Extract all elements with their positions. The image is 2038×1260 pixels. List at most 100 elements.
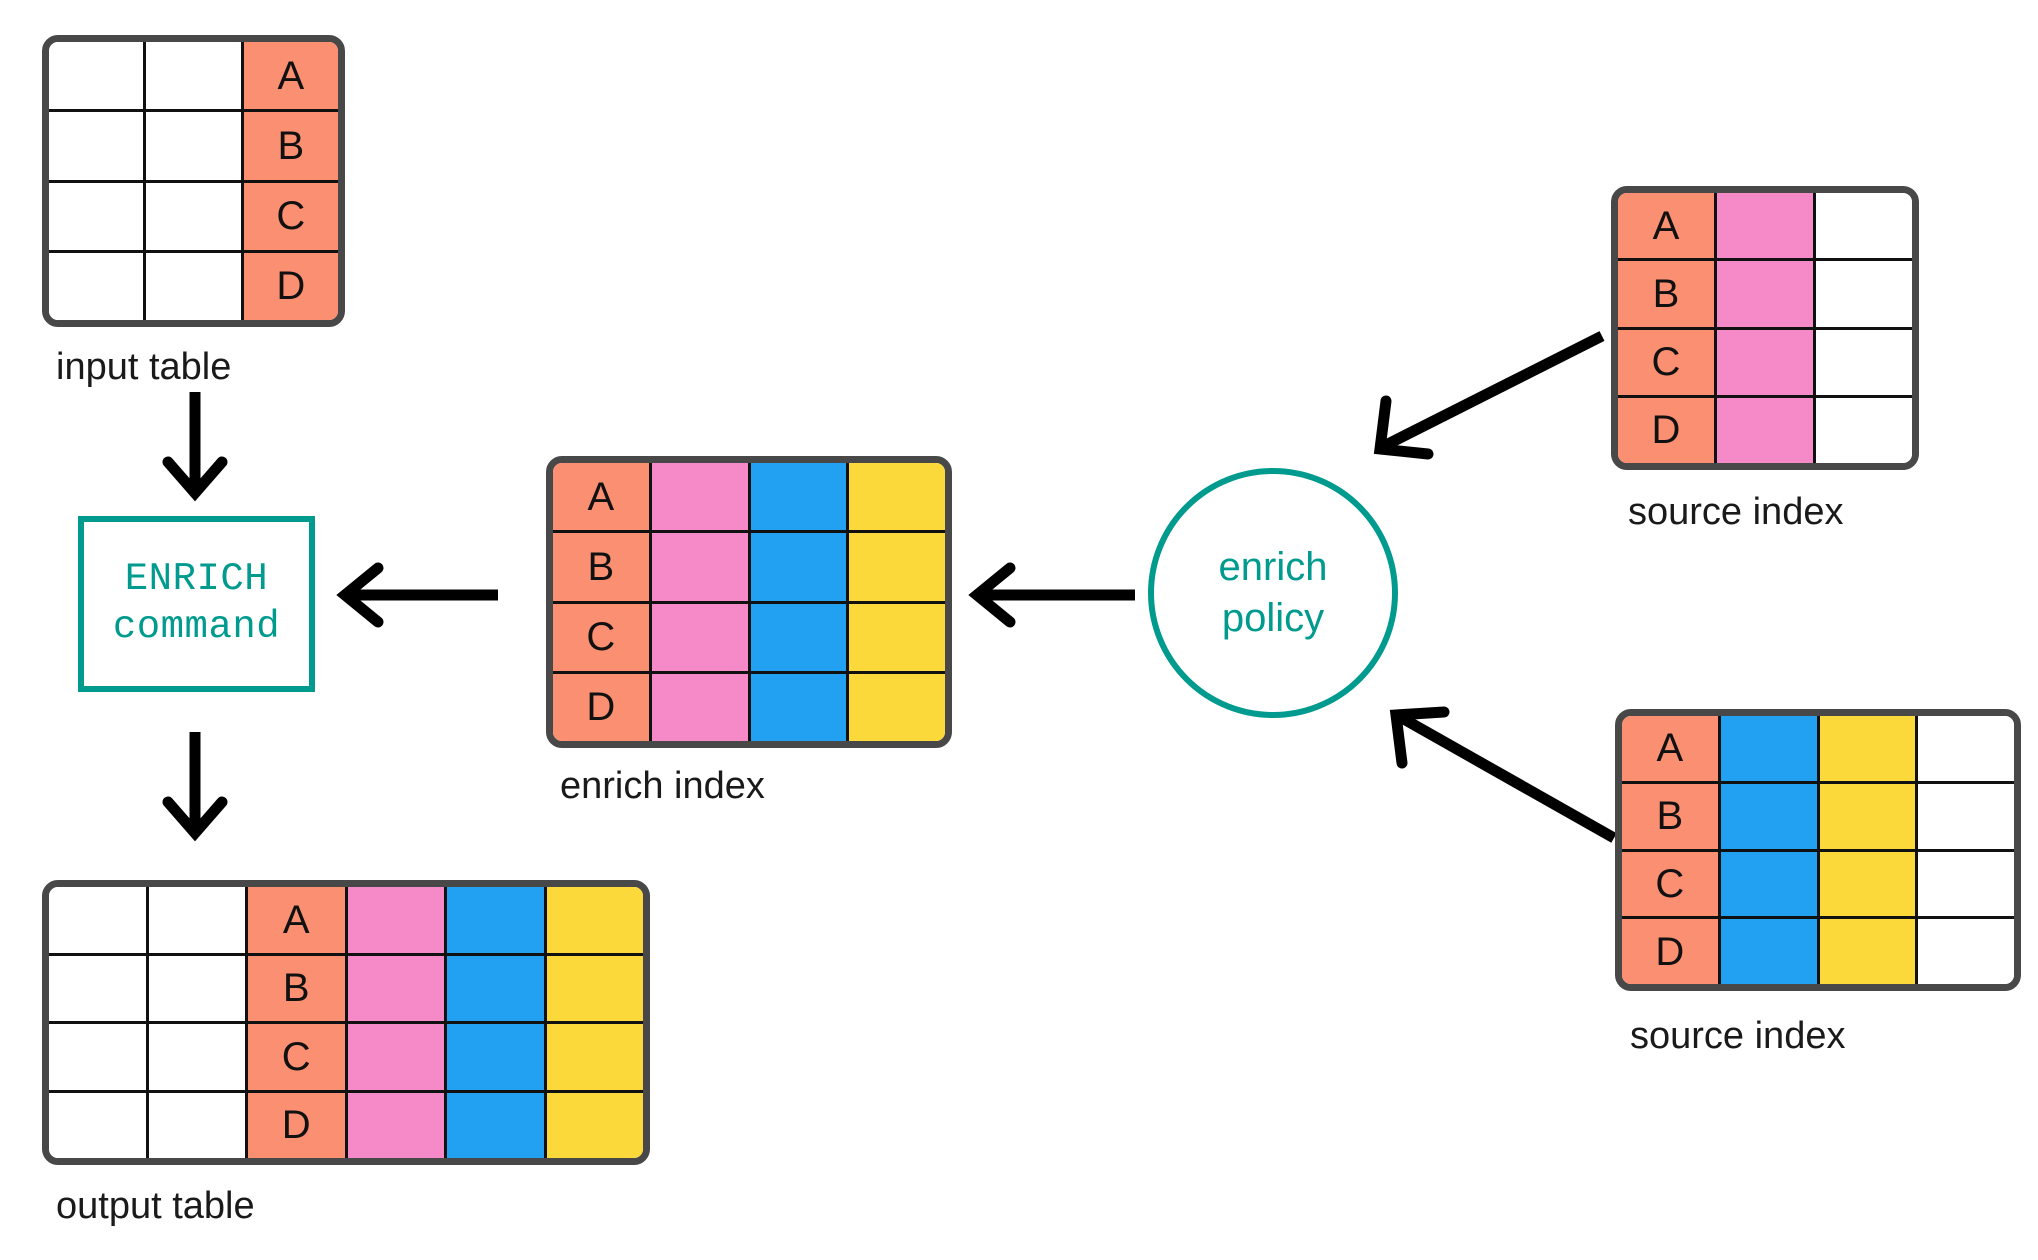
output-table-cell-r3-c6 xyxy=(543,1024,643,1090)
output-table-cell-r4-c3: D xyxy=(245,1092,345,1158)
source-index-bottom-cell-r3-c4 xyxy=(1915,851,2014,917)
enrich-policy-line-2: policy xyxy=(1221,596,1325,640)
output-table-cell-r2-c4 xyxy=(344,955,444,1021)
source-index-top-cell-r4-c2 xyxy=(1714,397,1813,463)
enrich-index-cell-r1-c2 xyxy=(648,463,748,531)
source-index-top-cell-r2-c2 xyxy=(1714,261,1813,327)
output-table-cell-r3-c1 xyxy=(49,1024,146,1090)
output-table-cell-r3-c5 xyxy=(444,1024,544,1090)
enrich-index-cell-r4-c2 xyxy=(648,673,748,741)
input-table-caption: input table xyxy=(56,346,232,388)
input-table-cell-r1-c3: A xyxy=(240,42,338,110)
output-table-cell-r4-c5 xyxy=(444,1092,544,1158)
enrich-index-cell-r3-c2 xyxy=(648,603,748,671)
source-index-bottom-row: D xyxy=(1622,916,2014,984)
input-table-cell-r4-c2 xyxy=(143,252,241,320)
input-table-cell-r3-c1 xyxy=(49,182,144,250)
source-index-bottom-cell-r2-c2 xyxy=(1717,783,1817,849)
output-table-cell-r3-c4 xyxy=(344,1024,444,1090)
input-table-cell-r2-c3: B xyxy=(240,112,338,180)
enrich-command-line-2: command xyxy=(112,605,281,649)
arrow-policy-to-enrich-index xyxy=(968,562,1135,628)
output-table-cell-r4-c1 xyxy=(49,1092,146,1158)
source-index-bottom-cell-r4-c4 xyxy=(1915,919,2014,984)
enrich-index-cell-r4-c4 xyxy=(846,673,945,741)
source-index-bottom-cell-r4-c3 xyxy=(1816,919,1916,984)
output-table-cell-r4-c2 xyxy=(145,1092,245,1158)
source-index-top-cell-r3-c1: C xyxy=(1618,329,1714,395)
source-index-top-cell-r2-c3 xyxy=(1813,261,1912,327)
output-table-cell-r3-c3: C xyxy=(245,1024,345,1090)
source-index-top-row: C xyxy=(1618,326,1912,395)
enrich-index-cell-r2-c3 xyxy=(747,533,847,601)
enrich-index-cell-r3-c4 xyxy=(846,603,945,671)
enrich-index-cell-r1-c4 xyxy=(846,463,945,531)
source-index-top-cell-r2-c1: B xyxy=(1618,261,1714,327)
input-table-cell-r1-c2 xyxy=(143,42,241,110)
output-table-cell-r2-c5 xyxy=(444,955,544,1021)
output-table-cell-r3-c2 xyxy=(145,1024,245,1090)
enrich-index-cell-r4-c3 xyxy=(747,673,847,741)
output-table-cell-r1-c6 xyxy=(543,887,643,953)
source-index-top-cell-r1-c3 xyxy=(1813,193,1912,259)
source-index-bottom-row: C xyxy=(1622,848,2014,917)
arrow-source-bottom-to-policy xyxy=(1389,706,1617,843)
source-index-top-row: A xyxy=(1618,193,1912,259)
source-index-top-row: D xyxy=(1618,394,1912,463)
input-table-cell-r1-c1 xyxy=(49,42,144,110)
input-table-cell-r2-c1 xyxy=(49,112,144,180)
output-table-row: B xyxy=(49,952,643,1021)
source-index-bottom-cell-r4-c2 xyxy=(1717,919,1817,984)
source-index-top-caption: source index xyxy=(1628,491,1844,533)
input-table-cell-r3-c3: C xyxy=(240,182,338,250)
output-table-cell-r2-c6 xyxy=(543,955,643,1021)
enrich-index-cell-r3-c3 xyxy=(747,603,847,671)
source-index-bottom-cell-r3-c1: C xyxy=(1622,851,1718,917)
output-table-row: D xyxy=(49,1089,643,1158)
input-table-row: A xyxy=(49,42,338,110)
source-index-bottom-cell-r3-c3 xyxy=(1816,851,1916,917)
output-table-cell-r2-c2 xyxy=(145,955,245,1021)
input-table-cell-r4-c1 xyxy=(49,252,144,320)
source-index-top-cell-r4-c3 xyxy=(1813,397,1912,463)
source-index-top-cell-r3-c2 xyxy=(1714,329,1813,395)
source-index-bottom-cell-r1-c1: A xyxy=(1622,716,1718,781)
source-index-top-cell-r1-c1: A xyxy=(1618,193,1714,259)
enrich-index-cell-r3-c1: C xyxy=(553,603,649,671)
enrich-command-line-1: ENRICH xyxy=(124,557,269,602)
source-index-bottom-cell-r1-c3 xyxy=(1816,716,1916,781)
enrich-index-caption: enrich index xyxy=(560,765,765,807)
source-index-bottom-cell-r2-c4 xyxy=(1915,783,2014,849)
input-table-row: B xyxy=(49,109,338,180)
enrich-index-cell-r4-c1: D xyxy=(553,673,649,741)
enrich-policy-line-1: enrich xyxy=(1218,544,1328,589)
source-index-top-cell-r1-c2 xyxy=(1714,193,1813,259)
source-index-bottom-cell-r3-c2 xyxy=(1717,851,1817,917)
source-index-bottom-caption: source index xyxy=(1630,1015,1846,1057)
enrich-policy-node[interactable]: enrich policy xyxy=(1148,468,1398,718)
arrow-source-top-to-policy xyxy=(1373,331,1605,460)
arrow-input-to-command xyxy=(162,392,228,502)
output-table-row: A xyxy=(49,887,643,953)
source-index-bottom-row: B xyxy=(1622,780,2014,849)
source-index-top-row: B xyxy=(1618,258,1912,327)
enrich-index-row: A xyxy=(553,463,945,531)
source-index-bottom-row: A xyxy=(1622,716,2014,781)
input-table-cell-r3-c2 xyxy=(143,182,241,250)
output-table-cell-r1-c4 xyxy=(344,887,444,953)
output-table-cell-r4-c6 xyxy=(543,1092,643,1158)
enrich-index-row: C xyxy=(553,600,945,671)
source-index-bottom-cell-r2-c3 xyxy=(1816,783,1916,849)
source-index-bottom-cell-r4-c1: D xyxy=(1622,919,1718,984)
arrow-enrich-index-to-command xyxy=(336,562,498,628)
output-table-cell-r1-c3: A xyxy=(245,887,345,953)
enrich-command-box[interactable]: ENRICH command xyxy=(78,516,315,692)
output-table-cell-r1-c1 xyxy=(49,887,146,953)
input-table-row: C xyxy=(49,179,338,250)
